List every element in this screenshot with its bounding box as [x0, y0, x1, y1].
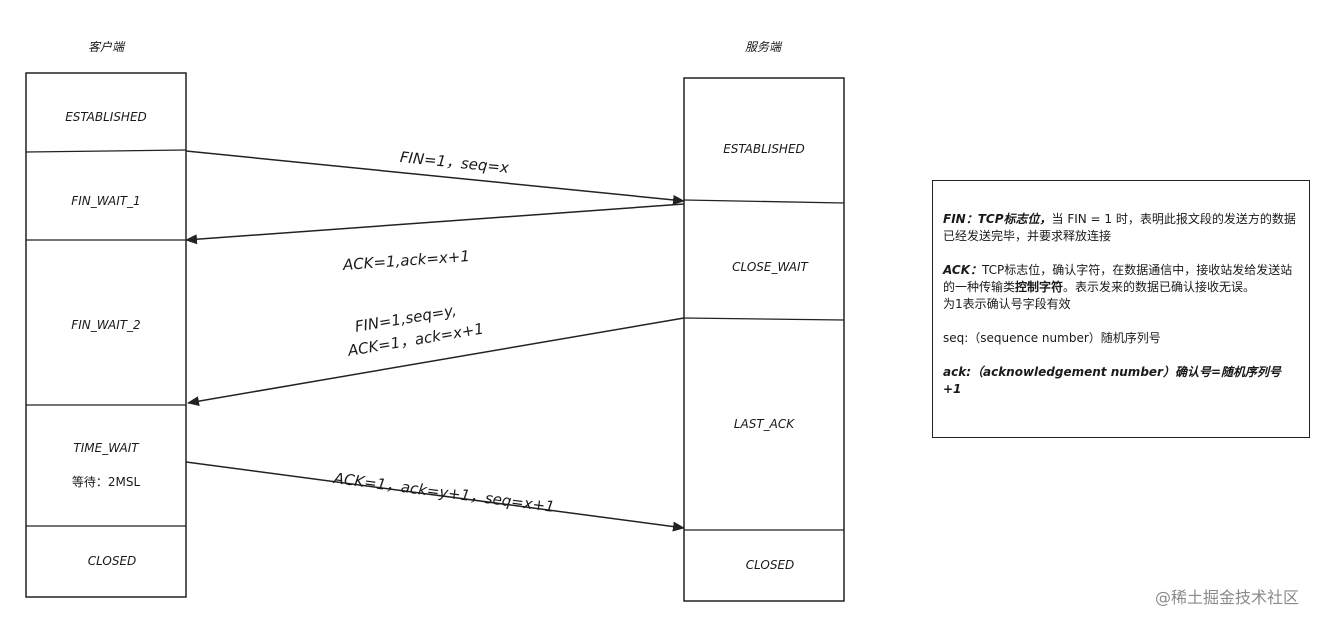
client-state-established: ESTABLISHED: [65, 110, 147, 124]
client-title: 客户端: [88, 40, 125, 54]
legend-fin-term: FIN：TCP标志位，: [943, 212, 1052, 226]
client-state-fin-wait-2: FIN_WAIT_2: [71, 318, 141, 332]
client-state-time-wait: TIME_WAIT: [73, 441, 139, 455]
legend-ack-number: ack:（acknowledgement number）确认号=随机序列号+1: [943, 365, 1282, 396]
arrow-fin-ack-server-to-client: [187, 317, 685, 407]
legend-ack-desc-1: TCP标志位，确认字符，在数据通信中，接收站发给发送站的一种传输类: [943, 263, 1293, 294]
legend-ack: ACK：TCP标志位，确认字符，在数据通信中，接收站发给发送站的一种传输类控制字…: [943, 262, 1299, 296]
legend-ack-term: ACK：: [943, 263, 983, 277]
client-state-closed: CLOSED: [87, 554, 137, 568]
watermark: @稀土掘金技术社区: [1155, 588, 1300, 607]
legend-ack-desc-3: 为1表示确认号字段有效: [943, 297, 1071, 311]
legend-ack-desc-2: 。表示发来的数据已确认接收无误。: [1063, 280, 1256, 294]
legend-ack-desc-bold: 控制字符: [1015, 280, 1064, 294]
legend-box: FIN：TCP标志位，当 FIN = 1 时，表明此报文段的发送方的数据已经发送…: [932, 180, 1310, 438]
arrow-ack-server-to-client: [185, 203, 685, 245]
legend-fin: FIN：TCP标志位，当 FIN = 1 时，表明此报文段的发送方的数据已经发送…: [943, 211, 1299, 245]
arrow-ack-client-to-server: [185, 461, 685, 532]
server-state-last-ack: LAST_ACK: [733, 417, 795, 431]
client-box: [25, 72, 187, 598]
server-divider: [683, 317, 845, 321]
client-divider: [25, 149, 187, 153]
server-divider: [683, 199, 845, 204]
client-state-wait-2msl: 等待：2MSL: [71, 475, 141, 489]
client-state-fin-wait-1: FIN_WAIT_1: [71, 194, 141, 208]
server-title: 服务端: [745, 40, 782, 54]
server-box: [683, 77, 845, 602]
server-state-closed: CLOSED: [745, 558, 795, 572]
server-state-established: ESTABLISHED: [723, 142, 805, 156]
arrow-fin-client-to-server: [185, 150, 685, 205]
legend-seq: seq:（sequence number）随机序列号: [943, 331, 1161, 345]
server-state-close-wait: CLOSE_WAIT: [732, 260, 808, 274]
legend-fin-desc: 当 FIN = 1 时，表明此报文段的发送方的数据已经发送完毕，并要求释放连接: [943, 212, 1296, 243]
